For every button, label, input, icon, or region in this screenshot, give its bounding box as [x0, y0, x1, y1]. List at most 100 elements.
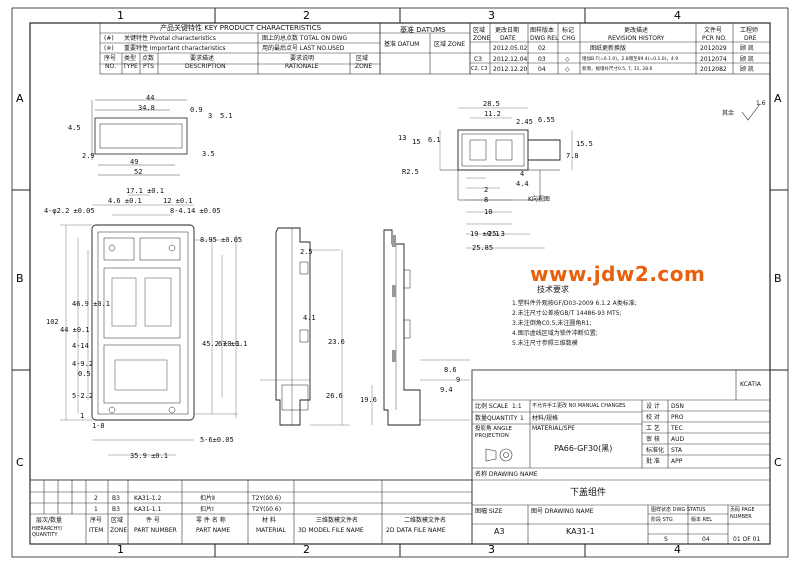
zone-col-1-bottom: 1 — [117, 543, 124, 556]
bom-h-2d-en: 2D DATA FILE NAME — [386, 527, 446, 534]
dim-17-1: 17.1 ±0.1 — [126, 187, 164, 195]
zone-row-c-left: C — [16, 456, 24, 469]
datum-title: 基准 DATUMS — [400, 26, 446, 34]
rev-row1-pcr: 2012029 — [700, 45, 727, 52]
key-char-total: 图上的总点数 TOTAL ON DWG — [262, 35, 348, 42]
key-char-last: 用的最后点号 LAST NO.USED — [262, 45, 345, 52]
bom-h-name-en: PART NAME — [196, 527, 231, 534]
dim-2-5: 2.5 — [300, 248, 313, 256]
dim-35-9: 35.9 ±0.1 — [130, 452, 168, 460]
dim-102: 102 — [46, 318, 59, 326]
dim-52: 52 — [134, 168, 143, 176]
bom-h-part-en: PART NUMBER — [134, 527, 177, 534]
tb-approve-en: APP — [671, 458, 683, 465]
zone-col-2-top: 2 — [303, 9, 310, 22]
zone-col-4-top: 4 — [674, 9, 681, 22]
rev-col-chg-en: CHG — [562, 35, 576, 42]
dim-19: 19 ±0.1 — [470, 230, 500, 238]
bom-h-item-en: ITEM — [89, 527, 104, 534]
tb-name: 下盖组件 — [570, 488, 607, 498]
zone-row-b-right: B — [774, 272, 782, 285]
zone-row-b-left: B — [16, 272, 24, 285]
rev-row1-desc: 图纸更新换版 — [590, 45, 627, 52]
key-char-title: 产品关键特性 KEY PRODUCT CHARACTERISTICS — [160, 24, 322, 32]
bom-h-mat: 材 料 — [262, 517, 276, 524]
key-char-col-type-en: TYPE — [123, 63, 138, 70]
rev-col-rel: 图样版本 — [530, 27, 555, 34]
dim-23-6: 23.6 — [328, 338, 345, 346]
bom-h-zone: 区域 — [111, 517, 124, 524]
tb-dwg-label: 图号 DRAWING NAME — [531, 508, 594, 515]
dim-r2-5: R2.5 — [402, 168, 419, 176]
key-char-col-rat-en: RATIONALE — [285, 63, 319, 70]
dim-34-8: 34.8 — [138, 104, 155, 112]
dim-5-1: 5.1 — [220, 112, 233, 120]
dim-5-6: 5-6±0.05 — [200, 436, 234, 444]
dim-6-1: 6.1 — [428, 136, 441, 144]
tb-tech: 工 艺 — [646, 425, 660, 432]
rev-col-chg: 标记 — [562, 27, 575, 34]
key-char-row2-text: 重要特性 Important characteristics — [124, 45, 226, 52]
rev-col-hist: 更改描述 — [624, 27, 649, 34]
zone-row-a-right: A — [774, 92, 782, 105]
zone-row-c-right: C — [774, 456, 782, 469]
dim-8-4-14: 8-4.14 ±0.05 — [170, 207, 221, 215]
rev-row2-zone: C3 — [474, 56, 483, 63]
rev-row3-desc: 新增，规增补尺寸0.5, 7, 11, 28.6 — [582, 67, 653, 72]
bom-row2-part: KA31-1.2 — [134, 495, 162, 502]
zone-col-1-top: 1 — [117, 9, 124, 22]
dim-15: 15 — [412, 138, 421, 146]
tech-req-3: 3.未注倒角C0.5,未注圆角R1; — [512, 320, 592, 327]
rev-row2-chg: ◇ — [565, 56, 570, 63]
dim-4-9-2: 4-9.2 — [72, 360, 94, 368]
rev-row1-dre: 顾 凯 — [740, 45, 754, 52]
bom-h-mat-en: MATERIAL — [256, 527, 286, 534]
bom-h-part: 件 号 — [146, 517, 160, 524]
bom-row2-item: 2 — [94, 495, 98, 502]
dim-4-1: 4.1 — [303, 314, 316, 322]
tb-rel: 04 — [702, 536, 710, 543]
bom-h-hier: 层次/数量 — [36, 517, 63, 524]
tb-tech-en: TEC — [671, 425, 683, 432]
dim-1-8: 1-8 — [92, 422, 105, 430]
dim-4-4: 4.4 — [516, 180, 529, 188]
rev-row3-chg: ◇ — [565, 66, 570, 73]
dim-19-6: 19.6 — [360, 396, 377, 404]
tb-material-en: MATERIAL/SPE — [532, 425, 575, 432]
key-char-col-desc: 要求描述 — [190, 55, 215, 62]
dim-13: 13 — [398, 134, 407, 142]
dim-28-5: 28.5 — [483, 100, 500, 108]
zone-col-3-top: 3 — [488, 9, 495, 22]
key-char-col-no-en: NO. — [105, 63, 116, 70]
dim-46-9: 46.9 ±0.1 — [72, 300, 110, 308]
tb-material-label: 材料/规格 — [532, 415, 559, 422]
tb-audit: 审 核 — [646, 436, 660, 443]
tb-design: 设 计 — [646, 403, 660, 410]
dim-6-55: 6.55 — [538, 116, 555, 124]
key-char-row2-mark: (※) — [104, 45, 114, 52]
rev-row2-date: 2012.12.04 — [493, 56, 528, 63]
bom-row1-part: KA31-1.1 — [134, 506, 162, 513]
bom-h-name: 零 件 名 称 — [196, 517, 226, 524]
dim-0-9: 0.9 — [190, 106, 203, 114]
bom-row2-material: T2Y(δ0.6) — [252, 495, 282, 502]
tb-std: 标准化 — [646, 447, 665, 454]
dim-2: 2 — [484, 186, 489, 194]
dim-25-3: 25.3 — [488, 230, 505, 238]
zone-row-a-left: A — [16, 92, 24, 105]
tech-req-title: 技术要求 — [537, 285, 569, 294]
dim-4-14: 4-14 — [72, 342, 89, 350]
tb-audit-en: AUD — [671, 436, 685, 443]
rev-col-date-en: DATE — [500, 35, 516, 42]
rev-row2-dre: 顾 凯 — [740, 56, 754, 63]
zone-col-3-bottom: 3 — [488, 543, 495, 556]
surface-note: 其余 — [722, 110, 735, 117]
bom-row1-item: 1 — [94, 506, 98, 513]
tb-check-en: PRO — [671, 414, 684, 421]
rev-row3-rel: 04 — [538, 66, 546, 73]
datum-col-datum: 基准 DATUM — [384, 41, 420, 48]
dim-1: 1 — [80, 412, 85, 420]
tb-design-en: DSN — [671, 403, 684, 410]
rev-row2-desc: 增加B.T(=0.1.0)，2.8增至89.4(=0.1.0)，4.9 — [582, 57, 679, 62]
tb-projection: 投影角 ANGLE PROJECTION — [475, 426, 512, 439]
